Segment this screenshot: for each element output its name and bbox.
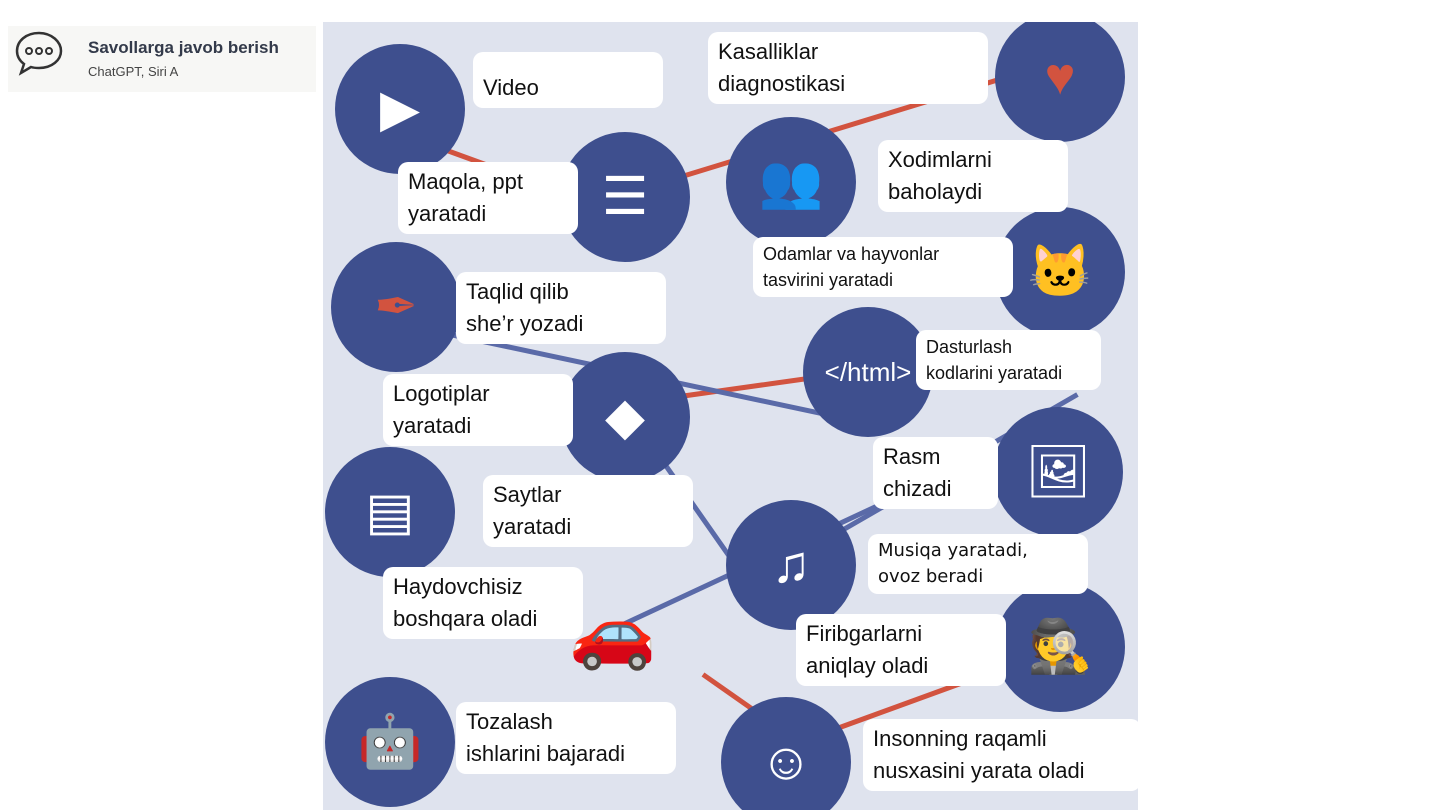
label-firib: Firibgarlarni aniqlay oladi [796, 614, 1006, 686]
label-dastur: Dasturlash kodlarini yaratadi [916, 330, 1101, 391]
label-xodim: Xodimlarni baholaydi [878, 140, 1068, 212]
robot-cleaner-icon: 🤖 [357, 713, 423, 771]
car-icon: 🚗 [569, 593, 657, 671]
picture-circle: 🖼 [993, 407, 1123, 537]
chat-bubble-icon [15, 31, 63, 76]
shapes-circle: ◆ [560, 352, 690, 482]
label-tozalash: Tozalash ishlarini bajaradi [456, 702, 676, 774]
label-odamlar: Odamlar va hayvonlar tasvirini yaratadi [753, 237, 1013, 298]
eye-circle: ♥ [995, 22, 1125, 142]
header-title: Savollarga javob berish [88, 38, 279, 57]
quill-circle: ✒ [331, 242, 461, 372]
quill-icon: ✒ [374, 278, 418, 336]
car-area: 🚗 [548, 567, 678, 697]
label-kasallik: Kasalliklar diagnostikasi [708, 32, 988, 104]
music-icon: ♫ [771, 536, 811, 594]
label-taqlid: Taqlid qilib she’r yozadi [456, 272, 666, 344]
document-circle: ☰ [560, 132, 690, 262]
head-circle: ☺ [721, 697, 851, 810]
label-video: Video [473, 52, 663, 108]
cat-circle: 🐱 [995, 207, 1125, 337]
shapes-icon: ◆ [605, 388, 645, 446]
eye-heart-icon: ♥ [1044, 48, 1076, 106]
label-rasm: Rasm chizadi [873, 437, 998, 509]
html-code-icon: </html> [824, 357, 912, 387]
html-circle: </html> [803, 307, 933, 437]
label-musiqa: Musiqa yaratadi, ovoz beradi [868, 534, 1088, 595]
infographic-panel: ▶ ♥ ☰ 👥 🐱 ✒ </html> ◆ 🖼 ▤ ♫ 🚗 🕵 🤖 ☺ Vide… [323, 22, 1138, 810]
header-card: Savollarga javob berish ChatGPT, Siri A [8, 26, 316, 92]
robot-circle: 🤖 [325, 677, 455, 807]
people-circle: 👥 [726, 117, 856, 247]
picture-icon: 🖼 [1024, 443, 1091, 501]
header-subtitle: ChatGPT, Siri A [88, 64, 179, 79]
label-nusxa: Insonning raqamli nusxasini yarata oladi [863, 719, 1138, 791]
video-circle: ▶ [335, 44, 465, 174]
label-maqola: Maqola, ppt yaratadi [398, 162, 578, 234]
play-icon: ▶ [380, 80, 420, 138]
music-circle: ♫ [726, 500, 856, 630]
label-sayt: Saytlar yaratadi [483, 475, 693, 547]
people-icon: 👥 [758, 153, 824, 211]
label-haydov: Haydovchisiz boshqara oladi [383, 567, 583, 639]
burglar-circle: 🕵 [995, 582, 1125, 712]
burglar-icon: 🕵 [1027, 618, 1093, 676]
cat-icon: 🐱 [1027, 243, 1093, 301]
website-icon: ▤ [365, 483, 415, 541]
document-icon: ☰ [601, 168, 649, 226]
website-circle: ▤ [325, 447, 455, 577]
label-logo: Logotiplar yaratadi [383, 374, 573, 446]
human-head-icon: ☺ [759, 733, 813, 791]
